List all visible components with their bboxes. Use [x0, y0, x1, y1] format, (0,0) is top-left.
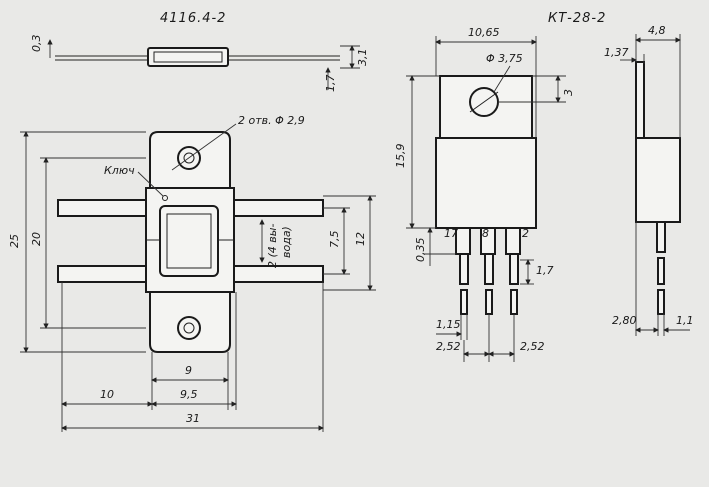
right-lead-width-label: 1,15: [436, 318, 461, 331]
right-hole-offset-label: 3: [562, 89, 575, 96]
right-hole-label: Φ 3,75: [486, 52, 523, 65]
right-side-tab-label: 1,37: [604, 46, 629, 59]
left-height-lower-label: 1,7: [324, 75, 337, 93]
pin-label-17: 17: [444, 227, 458, 240]
right-front-view: 17 8 2: [435, 75, 537, 315]
left-vertical-note2: вода): [280, 226, 293, 258]
left-width-31-label: 31: [186, 412, 200, 425]
pin-label-8: 8: [482, 227, 489, 240]
left-top-view: [57, 131, 324, 353]
right-side-lead-pos-label: 2,80: [612, 314, 637, 327]
left-title: 4116.4-2: [160, 11, 226, 26]
left-width-9-label: 9: [185, 364, 192, 377]
left-lead-span-label: 12: [354, 232, 367, 246]
right-leads: [455, 227, 521, 315]
left-thickness-label: 0,3: [30, 35, 43, 53]
left-body-height-label: 20: [30, 232, 43, 246]
left-width-9-5-label: 9,5: [180, 388, 198, 401]
left-lead-pitch-label: 7,5: [328, 231, 341, 249]
left-total-height-label: 25: [8, 234, 21, 248]
right-side-view: [635, 61, 681, 315]
right-lead-offset-label: 0,35: [414, 238, 427, 263]
left-key-label: Ключ: [104, 164, 135, 177]
right-pitch-right-label: 2,52: [520, 340, 545, 353]
left-width-10-label: 10: [100, 388, 114, 401]
left-side-view: 0,3 3,1 1,7: [30, 35, 369, 93]
right-width-label: 10,65: [468, 26, 500, 39]
left-holes-label: 2 отв. Φ 2,9: [238, 114, 305, 127]
right-package: КТ-28-2 17 8 2: [394, 11, 694, 362]
pin-label-2: 2: [522, 227, 529, 240]
right-lead-step-label: 1,7: [536, 264, 554, 277]
left-package: 4116.4-2 0,3 3,1 1,7: [8, 11, 376, 432]
left-vertical-note: 2 (4 вы-: [266, 224, 279, 268]
right-title: КТ-28-2: [548, 11, 606, 26]
right-side-width-label: 4,8: [648, 24, 666, 37]
right-height-label: 15,9: [394, 144, 407, 169]
right-side-lead-width-label: 1,1: [676, 314, 694, 327]
left-height-label: 3,1: [356, 49, 369, 67]
right-pitch-left-label: 2,52: [436, 340, 461, 353]
